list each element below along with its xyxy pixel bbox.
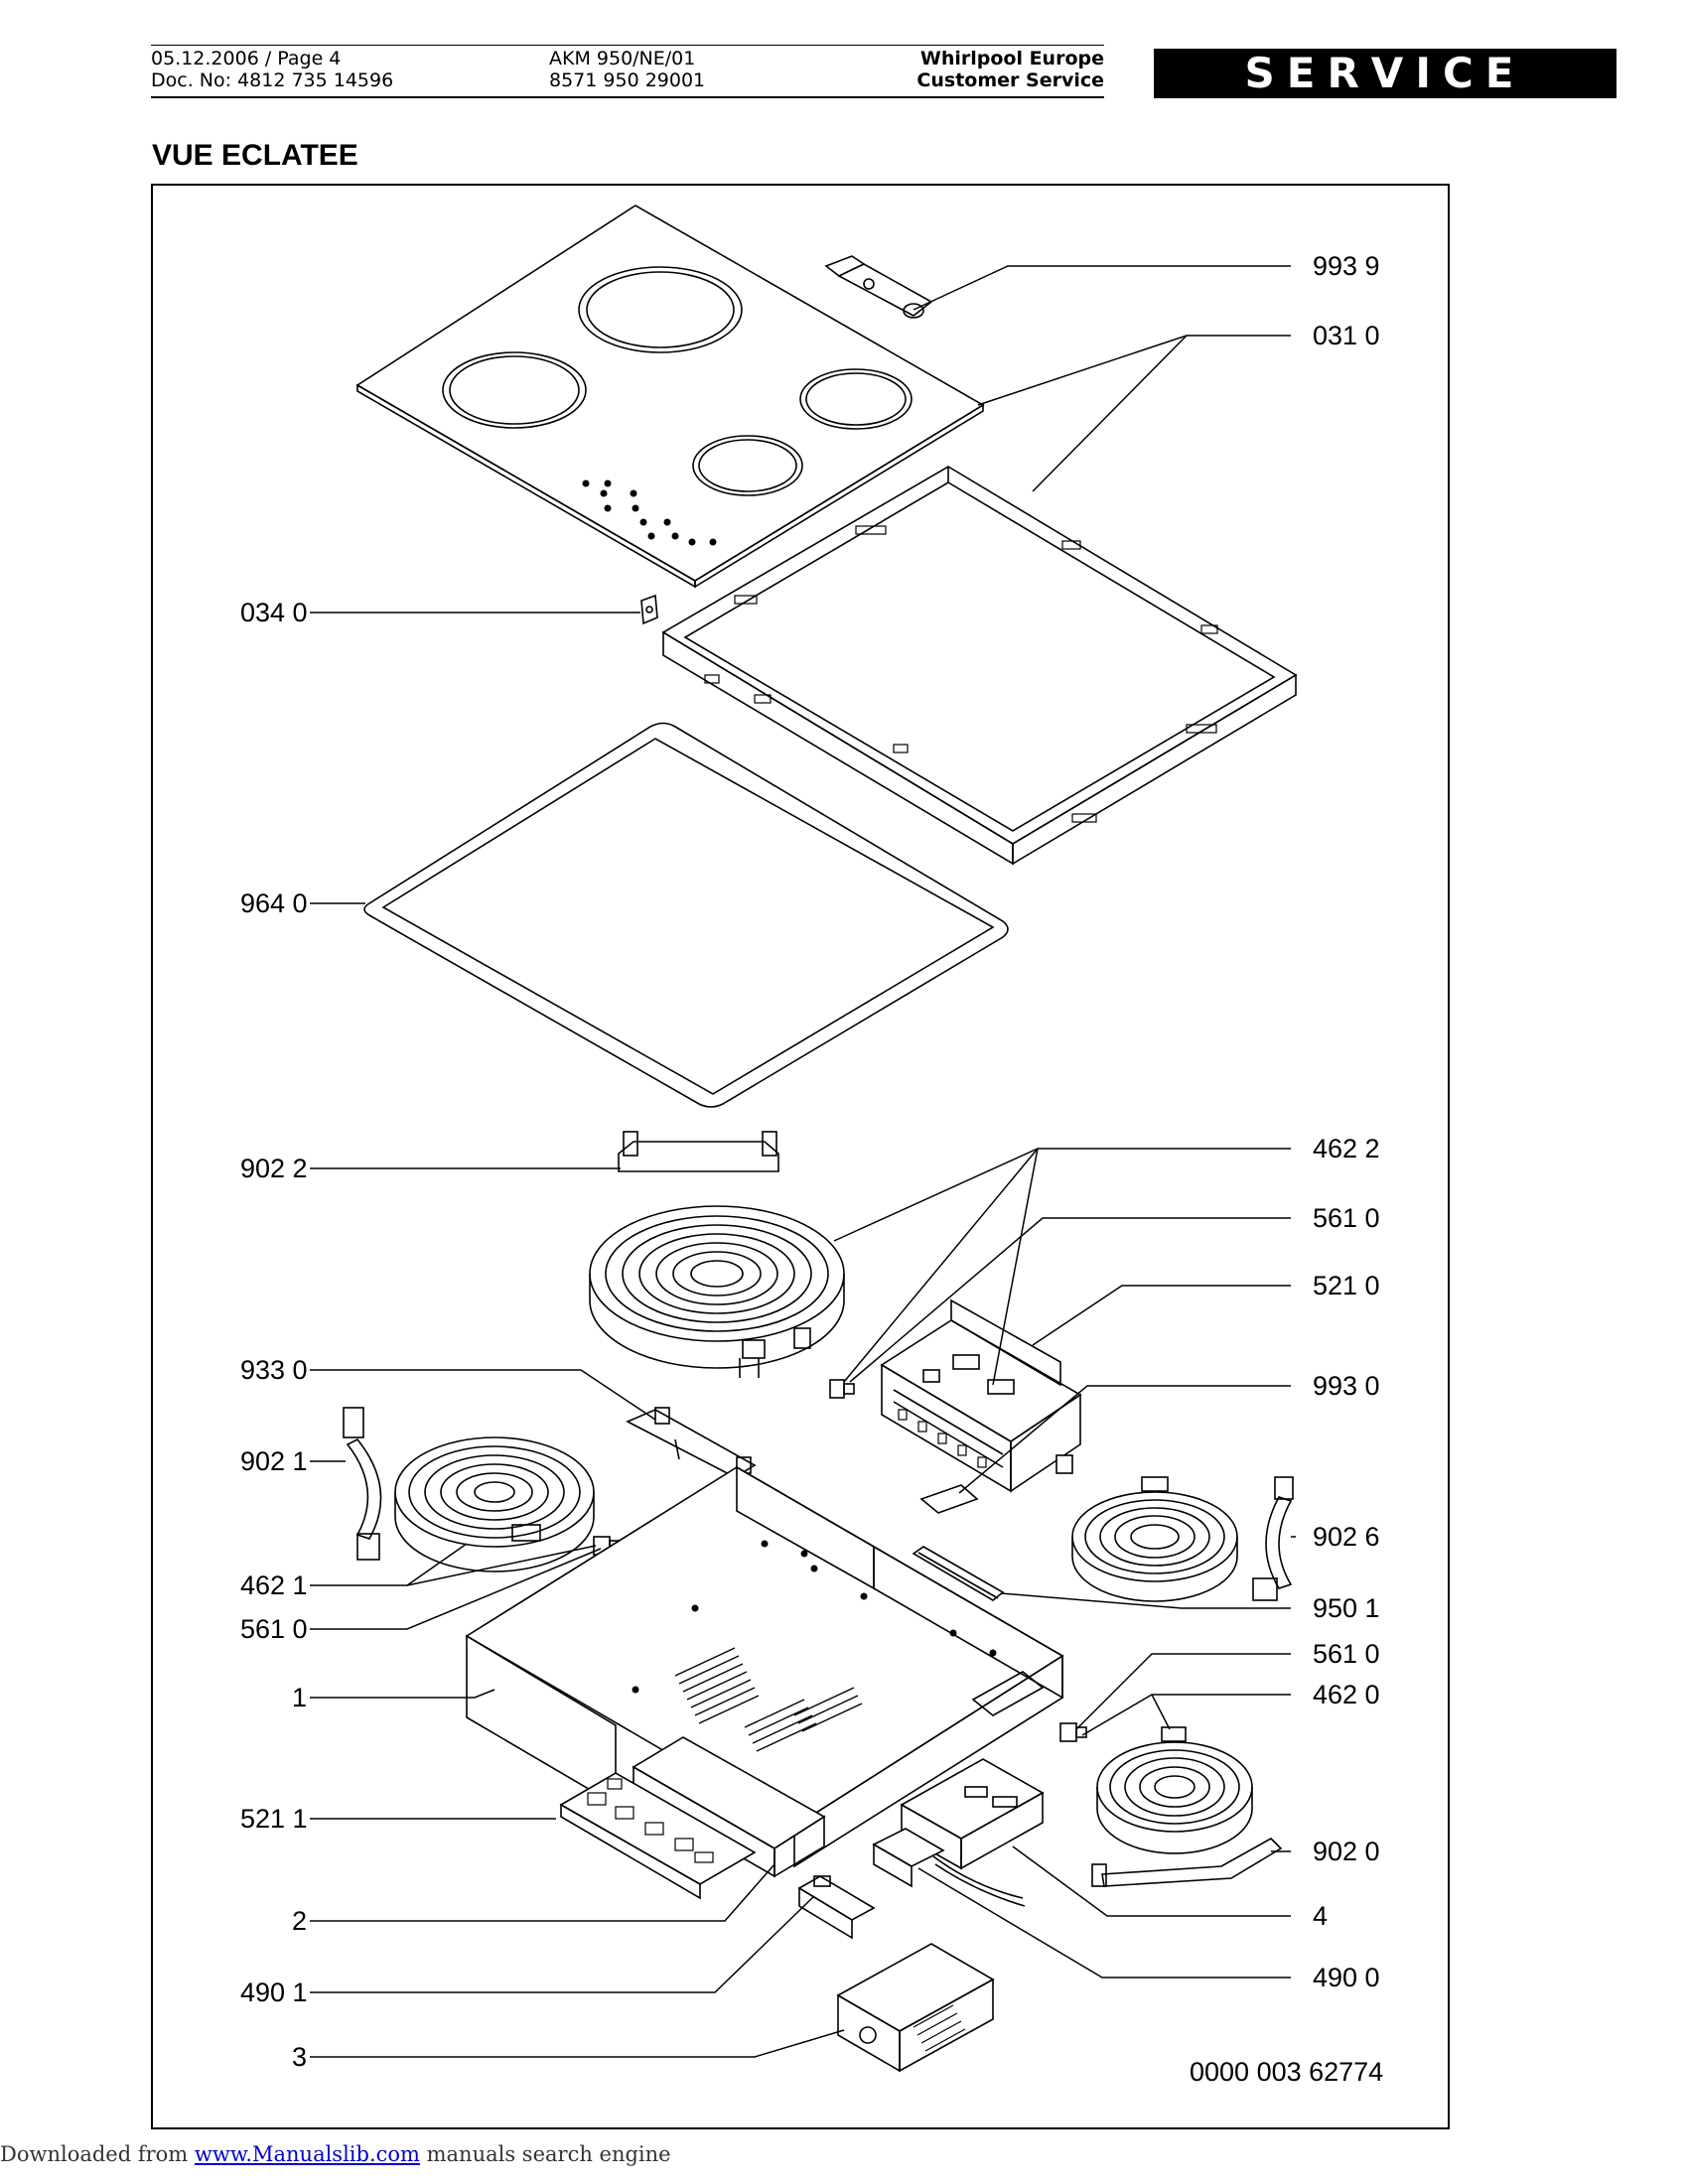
label-031-0: 031 0 (1313, 321, 1380, 350)
switch-part-c (1059, 1722, 1087, 1742)
label-950-1: 950 1 (1313, 1593, 1380, 1623)
label-521-1: 521 1 (240, 1804, 308, 1834)
connector-part-490-1 (797, 1875, 876, 1940)
label-3: 3 (292, 2042, 307, 2072)
metal-frame-part (661, 466, 1298, 866)
cover-part-4 (900, 1758, 1045, 1870)
page-title: VUE ECLATEE (152, 139, 358, 172)
header-company-name: Whirlpool Europe (919, 48, 1104, 69)
header-model-name: AKM 950/NE/01 (549, 48, 696, 69)
glass-top-part (355, 205, 985, 589)
label-993-9: 993 9 (1313, 251, 1380, 281)
control-board-part (559, 1772, 757, 1900)
label-964-0: 964 0 (240, 888, 308, 918)
label-902-6: 902 6 (1313, 1522, 1380, 1552)
header-date-page: 05.12.2006 / Page 4 (151, 48, 342, 69)
header-department: Customer Service (916, 69, 1104, 91)
header-top-rule (151, 45, 1104, 46)
header-model-code: 8571 950 29001 (549, 69, 706, 91)
diagram-frame (151, 184, 1450, 2129)
label-561-0-b: 561 0 (240, 1614, 308, 1644)
strip-part (912, 1546, 1005, 1601)
header-model: AKM 950/NE/01 8571 950 29001 (549, 48, 705, 91)
large-heater-part (589, 1131, 845, 1378)
header-rule (151, 96, 1104, 98)
label-902-2: 902 2 (240, 1154, 308, 1183)
footer-prefix: Downloaded from (0, 2142, 195, 2166)
label-1: 1 (292, 1683, 307, 1712)
label-462-0: 462 0 (1313, 1680, 1380, 1709)
medium-heater-left-part (343, 1407, 595, 1572)
box-part-3 (836, 1943, 995, 2073)
label-034-0: 034 0 (240, 598, 308, 627)
label-490-0: 490 0 (1313, 1963, 1380, 1992)
footer-link[interactable]: www.Manualslib.com (194, 2142, 420, 2166)
part-labels: 993 9 031 0 034 0 964 0 462 2 902 2 561 … (240, 251, 1383, 2087)
service-badge: SERVICE (1154, 49, 1617, 98)
leader-lines (310, 265, 1296, 2058)
label-490-1: 490 1 (240, 1978, 308, 2007)
switch-part-a (829, 1379, 855, 1399)
label-933-0: 933 0 (240, 1355, 308, 1385)
small-heater-lower-part (1091, 1726, 1283, 1887)
label-561-0-c: 561 0 (1313, 1639, 1380, 1669)
label-521-0: 521 0 (1313, 1271, 1380, 1300)
label-4: 4 (1313, 1901, 1328, 1931)
drawing-number: 0000 003 62774 (1190, 2057, 1383, 2087)
connector-part-490-0 (872, 1828, 1026, 1907)
footer-suffix: manuals search engine (419, 2142, 671, 2166)
label-993-0: 993 0 (1313, 1371, 1380, 1401)
header-doc-no: Doc. No: 4812 735 14596 (151, 69, 394, 91)
label-462-2: 462 2 (1313, 1134, 1380, 1163)
bracket-993-part (919, 1454, 1073, 1514)
label-902-1: 902 1 (240, 1446, 308, 1476)
clip-part (640, 594, 658, 625)
gasket-part (363, 722, 1009, 1108)
electronics-box-part (880, 1298, 1082, 1493)
small-heater-right-part (1071, 1476, 1294, 1602)
thermostat-part (626, 1407, 757, 1478)
label-462-1: 462 1 (240, 1570, 308, 1600)
label-2: 2 (292, 1906, 307, 1936)
label-902-0: 902 0 (1313, 1837, 1380, 1866)
control-dots (582, 479, 717, 546)
label-561-0-a: 561 0 (1313, 1203, 1380, 1233)
header-date-doc: 05.12.2006 / Page 4 Doc. No: 4812 735 14… (151, 48, 393, 91)
footer: Downloaded from www.Manualslib.com manua… (0, 2142, 671, 2166)
header-company: Whirlpool Europe Customer Service (856, 48, 1104, 91)
